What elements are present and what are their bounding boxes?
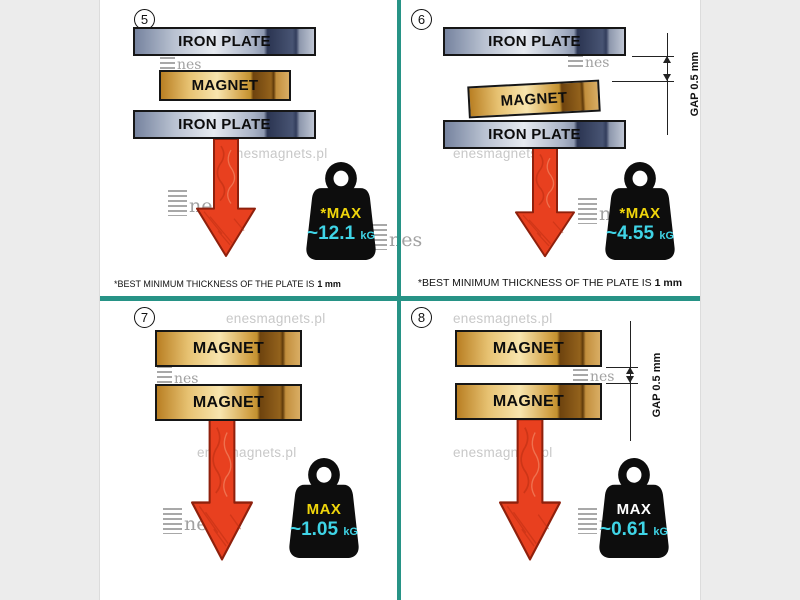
panel-number-7: 7: [134, 307, 155, 328]
enes-logo-watermark: nes: [573, 364, 615, 384]
panel-number-text: 8: [417, 310, 426, 325]
gap-tick-top: [606, 367, 638, 368]
enes-logo-watermark: nes: [157, 366, 199, 386]
magnet-label: MAGNET: [500, 88, 568, 110]
gap-arrow-up-icon: [663, 56, 671, 63]
enes-logo-text: nes: [174, 371, 199, 387]
gap-tick-bottom: [606, 383, 638, 384]
weight-value-number: ~4.55: [605, 223, 655, 244]
iron-plate-label: IRON PLATE: [178, 116, 271, 133]
enes-logo-icon: [157, 366, 172, 386]
weight-max-label: *MAX: [320, 205, 362, 222]
magnet-block-bottom: MAGNET: [155, 384, 302, 421]
enes-logo-icon: [163, 508, 182, 534]
enes-logo-icon: [578, 198, 597, 224]
enes-logo-text: nes: [585, 55, 610, 71]
iron-plate-bottom: IRON PLATE: [133, 110, 316, 139]
pull-force-arrow-icon: [499, 418, 561, 561]
weight-unit: kG: [343, 526, 359, 538]
gap-label: GAP 0.5 mm: [689, 51, 701, 117]
magnet-block: MAGNET: [467, 79, 601, 119]
kettlebell-icon: [289, 457, 359, 559]
watermark-site: enesmagnets.pl: [228, 146, 328, 161]
pull-force-arrow-icon: [196, 138, 256, 257]
magnet-block: MAGNET: [159, 70, 291, 101]
enes-logo-text: nes: [389, 229, 423, 251]
weight-value: ~0.61 kG: [592, 519, 676, 541]
gap-dimension-line: [667, 33, 668, 135]
gap-label: GAP 0.5 mm: [651, 352, 663, 418]
weight-unit: kG: [653, 526, 669, 538]
watermark-site: enesmagnets.pl: [226, 311, 326, 326]
panel-number-text: 7: [140, 310, 149, 325]
gap-arrow-up-icon: [626, 367, 634, 374]
magnet-label: MAGNET: [192, 339, 265, 357]
pull-force-arrow-icon: [515, 147, 575, 258]
panel-number-text: 6: [417, 12, 426, 27]
enes-logo-icon: [160, 52, 175, 72]
kettlebell-icon: [306, 161, 376, 261]
iron-plate-label: IRON PLATE: [488, 126, 581, 143]
magnet-label: MAGNET: [191, 77, 259, 94]
weight-value-number: ~12.1: [306, 223, 356, 244]
enes-logo-text: nes: [590, 369, 615, 385]
enes-logo-watermark: nes: [160, 52, 202, 72]
panel-number-8: 8: [411, 307, 432, 328]
magnet-label: MAGNET: [192, 393, 265, 411]
magnet-label: MAGNET: [492, 392, 565, 410]
enes-logo-icon: [168, 190, 187, 216]
weight-icon: *MAX ~12.1 kG: [299, 160, 383, 262]
gap-tick-bottom: [612, 81, 674, 82]
gap-arrow-down-icon: [663, 74, 671, 81]
footnote-text: *BEST MINIMUM THICKNESS OF THE PLATE IS: [114, 279, 315, 289]
enes-logo-icon: [578, 508, 597, 534]
iron-plate-bottom: IRON PLATE: [443, 120, 626, 149]
weight-icon: MAX ~1.05 kG: [282, 456, 366, 560]
weight-value: ~4.55 kG: [598, 223, 682, 245]
weight-value-number: ~1.05: [289, 519, 339, 540]
weight-icon: *MAX ~4.55 kG: [598, 160, 682, 262]
footnote-text: *BEST MINIMUM THICKNESS OF THE PLATE IS: [417, 277, 652, 289]
magnet-block-bottom: MAGNET: [455, 383, 602, 420]
iron-plate-top: IRON PLATE: [133, 27, 316, 56]
enes-logo-text: nes: [177, 57, 202, 73]
gap-arrow-down-icon: [626, 376, 634, 383]
watermark-site: enesmagnets.pl: [453, 146, 553, 161]
weight-value-number: ~0.61: [599, 519, 649, 540]
footnote-bold: 1 mm: [317, 279, 341, 289]
kettlebell-icon: [599, 457, 669, 559]
panel-number-text: 5: [140, 12, 149, 27]
weight-value: ~1.05 kG: [282, 519, 366, 541]
magnet-block-top: MAGNET: [455, 330, 602, 367]
weight-value: ~12.1 kG: [299, 223, 383, 245]
weight-max-label: MAX: [616, 501, 652, 518]
magnet-label: MAGNET: [492, 339, 565, 357]
watermark-site: enesmagnets.pl: [453, 311, 553, 326]
weight-max-label: MAX: [306, 501, 342, 518]
kettlebell-icon: [605, 161, 675, 261]
footnote-bold: 1 mm: [654, 277, 683, 289]
horizontal-divider: [100, 296, 700, 301]
gap-tick-top: [632, 56, 674, 57]
iron-plate-label: IRON PLATE: [488, 33, 581, 50]
right-margin: [700, 0, 800, 600]
pull-force-arrow-icon: [191, 418, 253, 561]
iron-plate-label: IRON PLATE: [178, 33, 271, 50]
left-margin: [0, 0, 100, 600]
weight-unit: kG: [659, 230, 675, 242]
magnet-block-top: MAGNET: [155, 330, 302, 367]
weight-max-label: *MAX: [619, 205, 661, 222]
weight-unit: kG: [360, 230, 376, 242]
panel-number-6: 6: [411, 9, 432, 30]
enes-logo-icon: [573, 364, 588, 384]
weight-icon: MAX ~0.61 kG: [592, 456, 676, 560]
iron-plate-top: IRON PLATE: [443, 27, 626, 56]
